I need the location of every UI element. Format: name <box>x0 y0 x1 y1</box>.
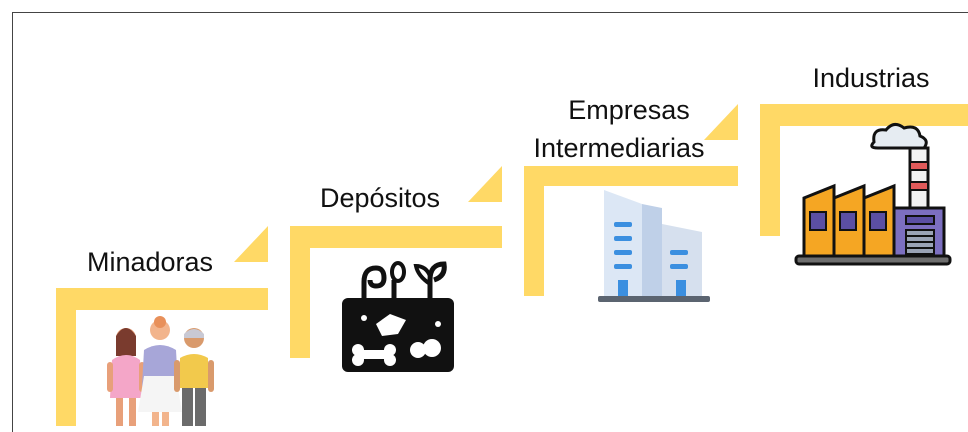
step-bar-minadoras-vertical <box>56 288 76 426</box>
step-label-depositos: Depósitos <box>319 183 441 213</box>
office-buildings-icon <box>598 190 710 302</box>
soil-deposit-icon <box>342 261 454 372</box>
step-arrow-minadoras <box>234 226 268 262</box>
factory-icon <box>794 123 952 266</box>
step-arrow-intermediarias <box>704 104 738 140</box>
step-label-intermediarias-line1: Empresas <box>568 95 690 125</box>
diagram-frame <box>12 12 968 432</box>
people-group-icon <box>107 316 214 426</box>
step-bar-minadoras-horizontal <box>56 288 268 310</box>
step-bar-depositos-vertical <box>290 226 310 358</box>
step-bar-industrias-vertical <box>760 104 780 236</box>
step-bar-intermediarias-vertical <box>524 166 544 296</box>
step-bar-depositos-horizontal <box>290 226 502 248</box>
step-label-minadoras: Minadoras <box>86 247 214 277</box>
step-label-intermediarias-line2: Intermediarias <box>533 133 705 163</box>
step-bar-industrias-horizontal <box>760 104 968 126</box>
step-label-industrias: Industrias <box>812 63 930 93</box>
step-arrow-depositos <box>468 166 502 202</box>
step-bar-intermediarias-horizontal <box>524 166 738 186</box>
